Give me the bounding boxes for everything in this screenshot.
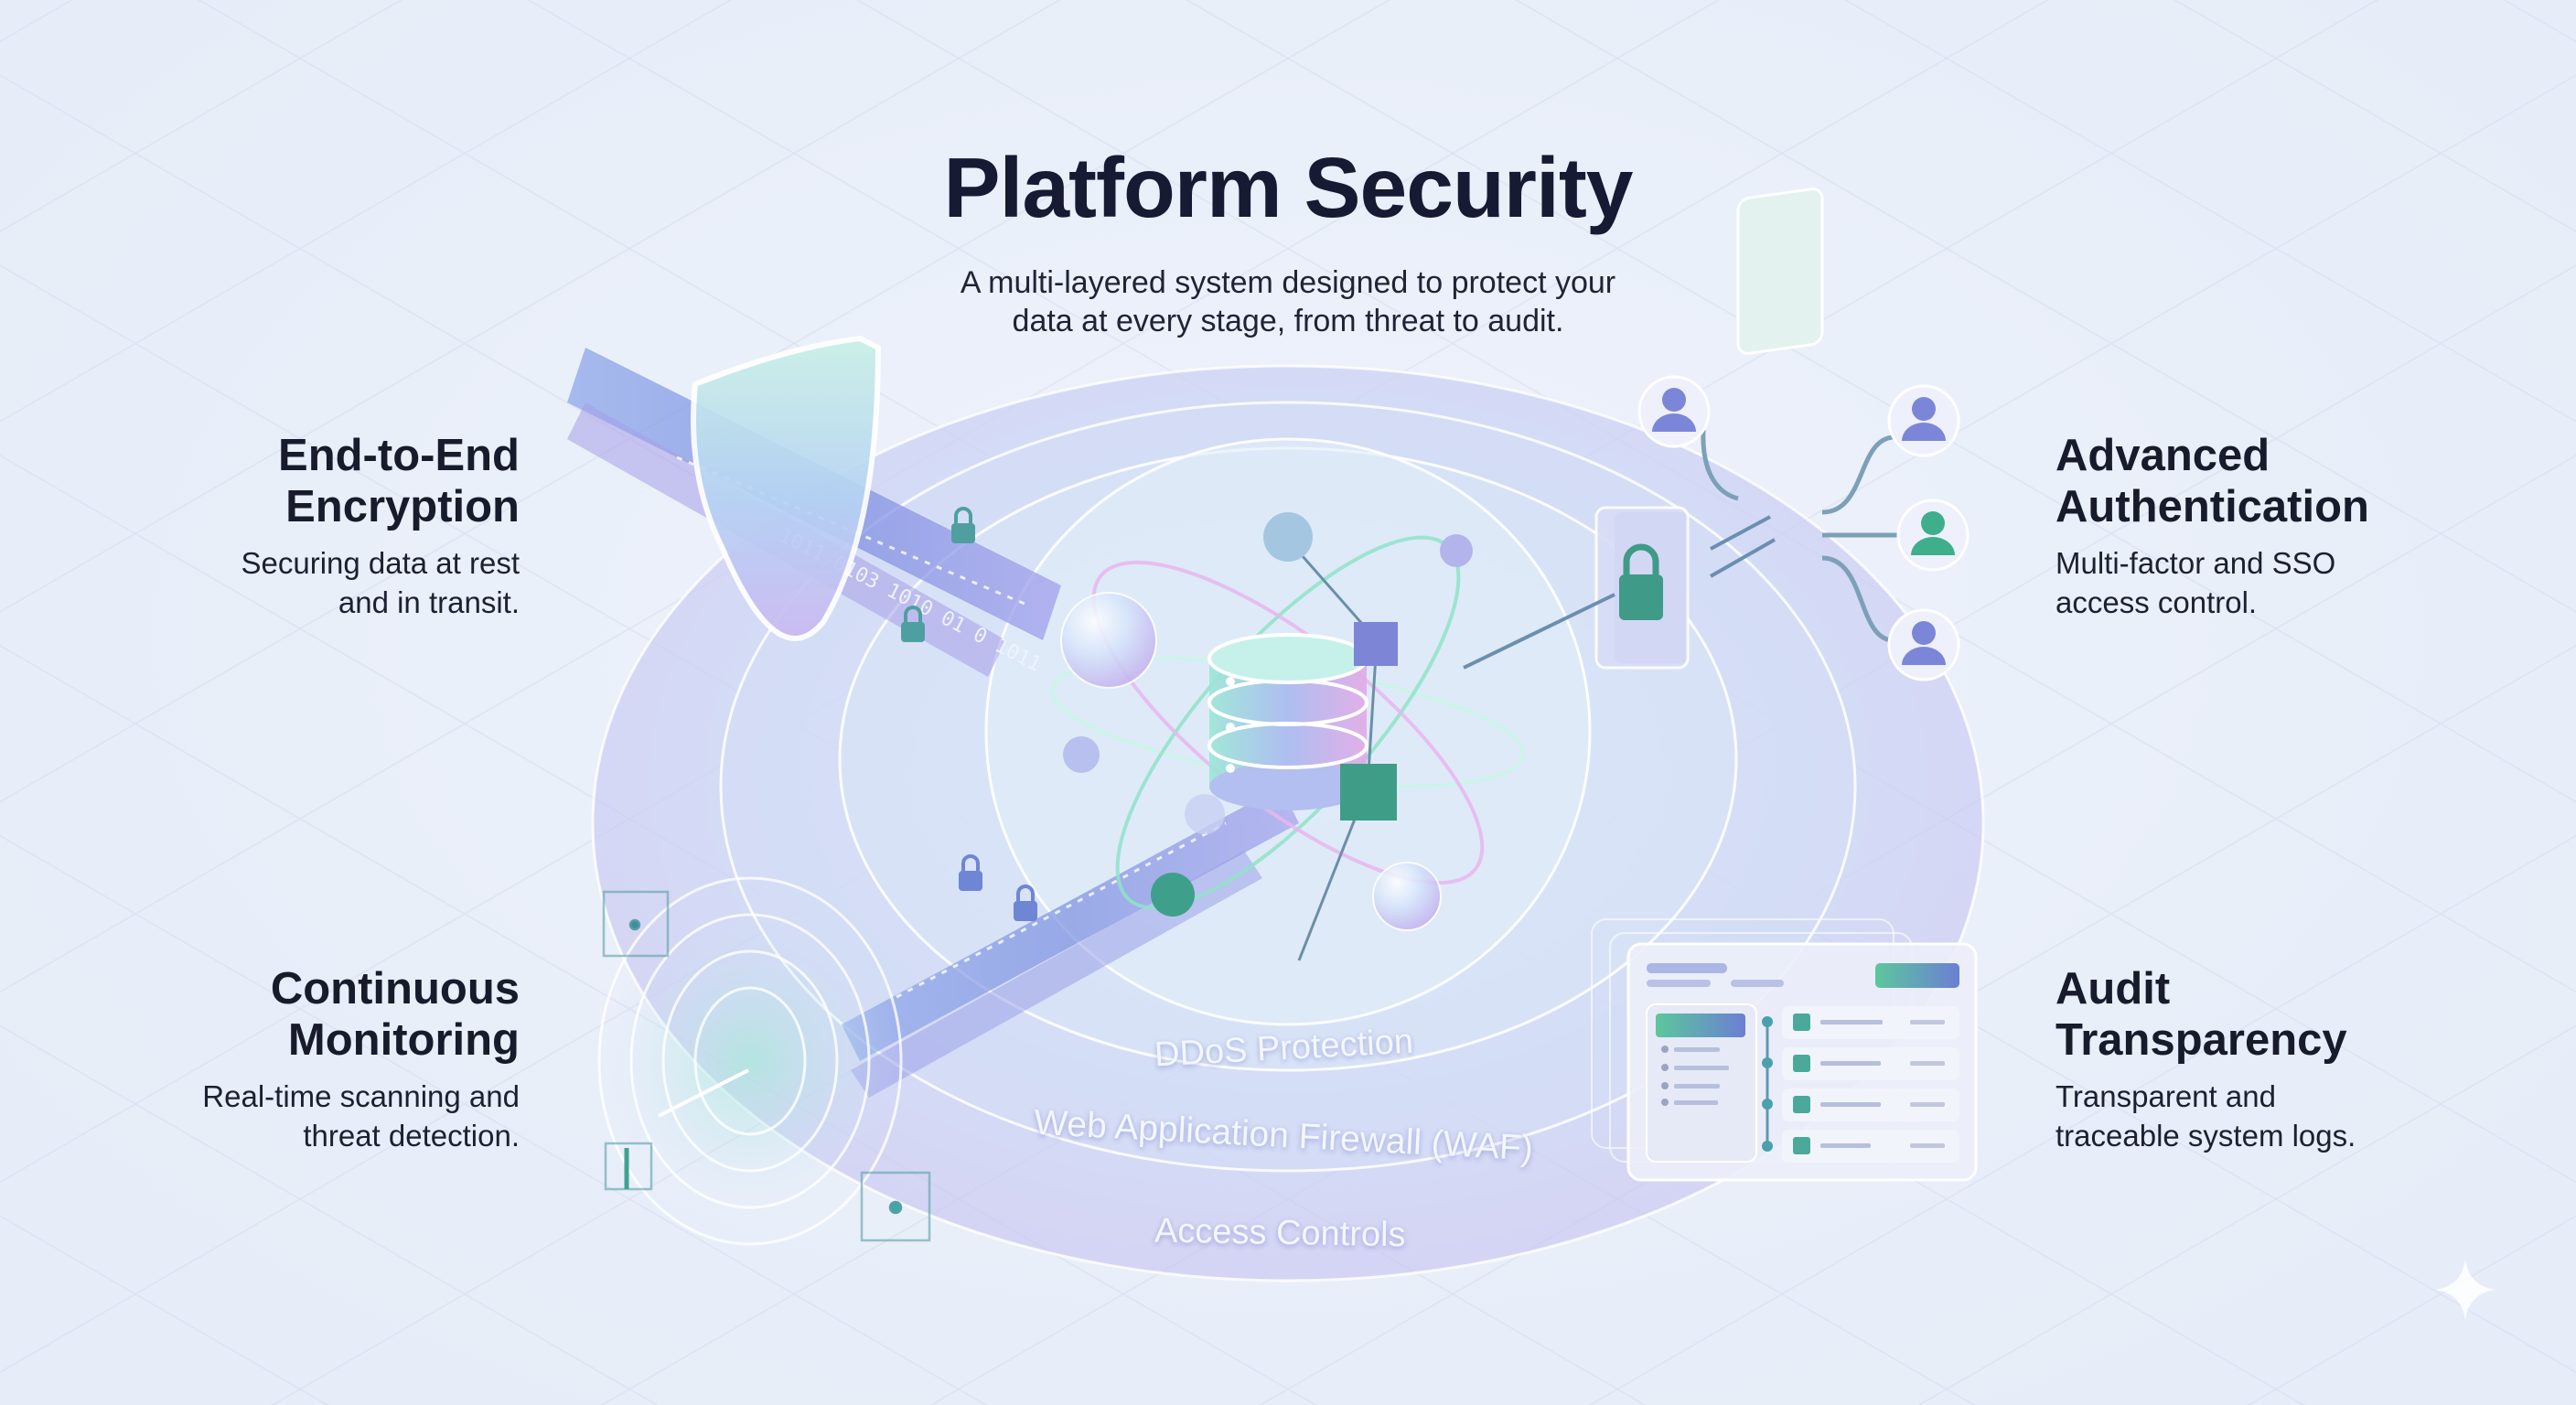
subtitle-line-1: A multi-layered system designed to prote… (960, 265, 1616, 300)
page-title: Platform Security (943, 140, 1633, 235)
layer-label-access-controls: Access Controls (1154, 1211, 1406, 1255)
subtitle-line-2: data at every stage, from threat to audi… (1012, 304, 1564, 338)
page-header: Platform Security A multi-layered system… (0, 137, 2576, 340)
page-subtitle: A multi-layered system designed to prote… (0, 263, 2576, 340)
sparkle-icon (2435, 1260, 2496, 1320)
